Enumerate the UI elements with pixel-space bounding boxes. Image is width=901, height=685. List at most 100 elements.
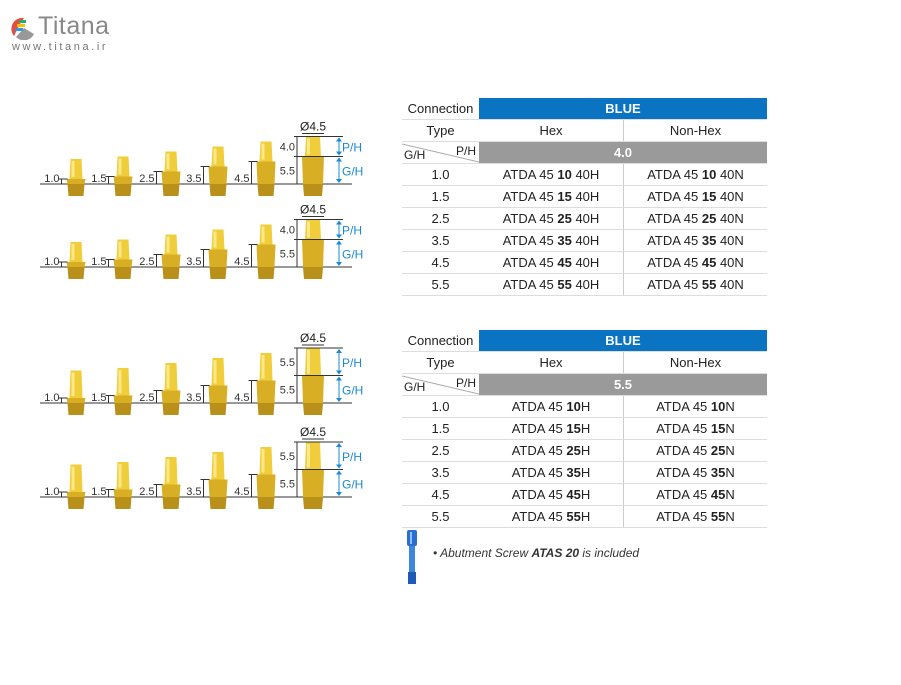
gh-value: 3.5	[402, 229, 479, 252]
nonhex-code: ATDA 45 25 40N	[623, 207, 767, 230]
type-label: Type	[402, 119, 479, 142]
gh-dimension-label: 4.5	[234, 173, 249, 185]
gh-dimension-label: 3.5	[186, 392, 201, 404]
screw-note: • Abutment Screw ATAS 20 is included	[433, 546, 640, 560]
ph-label: P/H	[342, 141, 362, 155]
abutment	[302, 219, 324, 279]
ph-dimension-label: 4.0	[280, 225, 295, 237]
hex-code: ATDA 45 55H	[479, 505, 624, 528]
connection-label: Connection	[402, 98, 479, 120]
gh-value: 5.5	[402, 505, 479, 528]
ph-label: P/H	[342, 450, 362, 464]
gh-value: 2.5	[402, 207, 479, 230]
abutment	[161, 457, 181, 509]
gh-dimension-label: 1.5	[91, 173, 106, 185]
gh-dimension-label: 3.5	[186, 173, 201, 185]
abutment	[256, 447, 276, 509]
nonhex-code: ATDA 45 10N	[623, 395, 767, 418]
abutment	[208, 358, 228, 415]
hex-code: ATDA 45 15H	[479, 417, 624, 440]
nonhex-code: ATDA 45 45 40N	[623, 251, 767, 274]
nonhex-code: ATDA 45 15 40N	[623, 185, 767, 208]
abutment	[161, 151, 181, 196]
abutment	[302, 348, 324, 415]
gh-dimension-label: 1.0	[44, 486, 59, 498]
gh-dimension-label: 5.5	[280, 248, 295, 260]
nonhex-code: ATDA 45 55N	[623, 505, 767, 528]
gh-value: 1.0	[402, 163, 479, 186]
abutment	[66, 159, 86, 196]
abutment	[208, 229, 228, 279]
hex-code: ATDA 45 10 40H	[479, 163, 624, 186]
abutment	[66, 464, 86, 509]
diameter-label: Ø4.5	[300, 120, 326, 134]
gh-value: 3.5	[402, 461, 479, 484]
connection-label: Connection	[402, 330, 479, 352]
nonhex-code: ATDA 45 35 40N	[623, 229, 767, 252]
hex-header: Hex	[479, 119, 624, 142]
gh-label: G/H	[342, 383, 363, 397]
logo-icon	[11, 17, 34, 40]
nonhex-code: ATDA 45 25N	[623, 439, 767, 462]
gh-dimension-label: 2.5	[139, 256, 154, 268]
nonhex-header: Non-Hex	[623, 119, 767, 142]
gh-label: G/H	[342, 164, 363, 178]
nonhex-code: ATDA 45 35N	[623, 461, 767, 484]
gh-label: G/H	[342, 247, 363, 261]
gh-dimension-label: 2.5	[139, 486, 154, 498]
abutment	[208, 452, 228, 509]
gh-value: 4.5	[402, 251, 479, 274]
gh-dimension-label: 5.5	[280, 384, 295, 396]
abutment	[66, 242, 86, 279]
hex-code: ATDA 45 15 40H	[479, 185, 624, 208]
gh-value: 1.5	[402, 417, 479, 440]
ph-value: 5.5	[479, 373, 767, 396]
gh-dimension-label: 4.5	[234, 392, 249, 404]
abutment	[256, 353, 276, 415]
gh-dimension-label: 1.5	[91, 256, 106, 268]
gh-dimension-label: 5.5	[280, 478, 295, 490]
hex-code: ATDA 45 25H	[479, 439, 624, 462]
diameter-label: Ø4.5	[300, 203, 326, 217]
connection-value: BLUE	[479, 98, 767, 120]
hex-code: ATDA 45 10H	[479, 395, 624, 418]
ph-label: P/H	[342, 356, 362, 370]
type-label: Type	[402, 351, 479, 374]
abutment	[66, 370, 86, 415]
abutment	[113, 462, 133, 509]
hex-code: ATDA 45 45H	[479, 483, 624, 506]
gh-dimension-label: 1.5	[91, 392, 106, 404]
logo-url: www.titana.ir	[12, 41, 109, 53]
nonhex-code: ATDA 45 55 40N	[623, 273, 767, 296]
nonhex-code: ATDA 45 10 40N	[623, 163, 767, 186]
abutment-screw-icon	[407, 530, 417, 584]
ph-dimension-label: 5.5	[280, 451, 295, 463]
gh-value: 2.5	[402, 439, 479, 462]
ph-value: 4.0	[479, 141, 767, 164]
gh-value: 4.5	[402, 483, 479, 506]
abutment	[161, 363, 181, 415]
abutment	[208, 146, 228, 196]
diameter-label: Ø4.5	[300, 425, 326, 439]
hex-code: ATDA 45 25 40H	[479, 207, 624, 230]
connection-value: BLUE	[479, 330, 767, 352]
hex-code: ATDA 45 35 40H	[479, 229, 624, 252]
